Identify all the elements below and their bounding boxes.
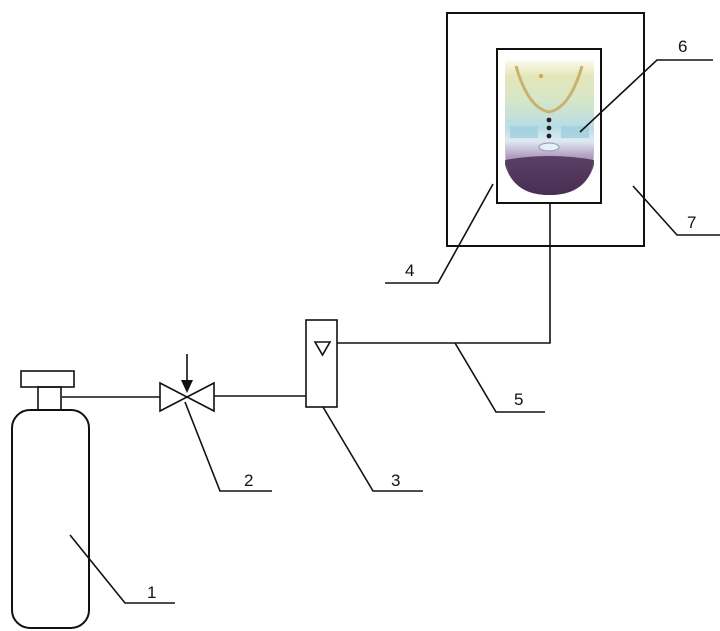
label-2: 2 (244, 471, 253, 490)
gas-cylinder (11, 370, 90, 629)
label-3: 3 (391, 471, 400, 490)
flow-indicator-icon (313, 341, 332, 357)
leader-6 (579, 59, 713, 133)
label-6: 6 (678, 37, 687, 56)
label-5: 5 (514, 390, 523, 409)
leader-4 (385, 183, 494, 284)
label-1: 1 (147, 583, 156, 602)
leader-3 (322, 406, 423, 492)
arrow-down-icon (181, 380, 193, 393)
chamber-outer (446, 12, 645, 247)
leader-1 (69, 534, 175, 604)
gas-tube (337, 203, 551, 344)
container-frame (496, 48, 602, 204)
leader-7 (632, 185, 720, 236)
specimen (505, 60, 594, 195)
leader-2 (184, 401, 272, 492)
flowmeter (305, 319, 338, 408)
label-7: 7 (687, 213, 696, 232)
label-4: 4 (405, 261, 414, 280)
valve (159, 354, 215, 413)
leader-5 (454, 342, 545, 413)
